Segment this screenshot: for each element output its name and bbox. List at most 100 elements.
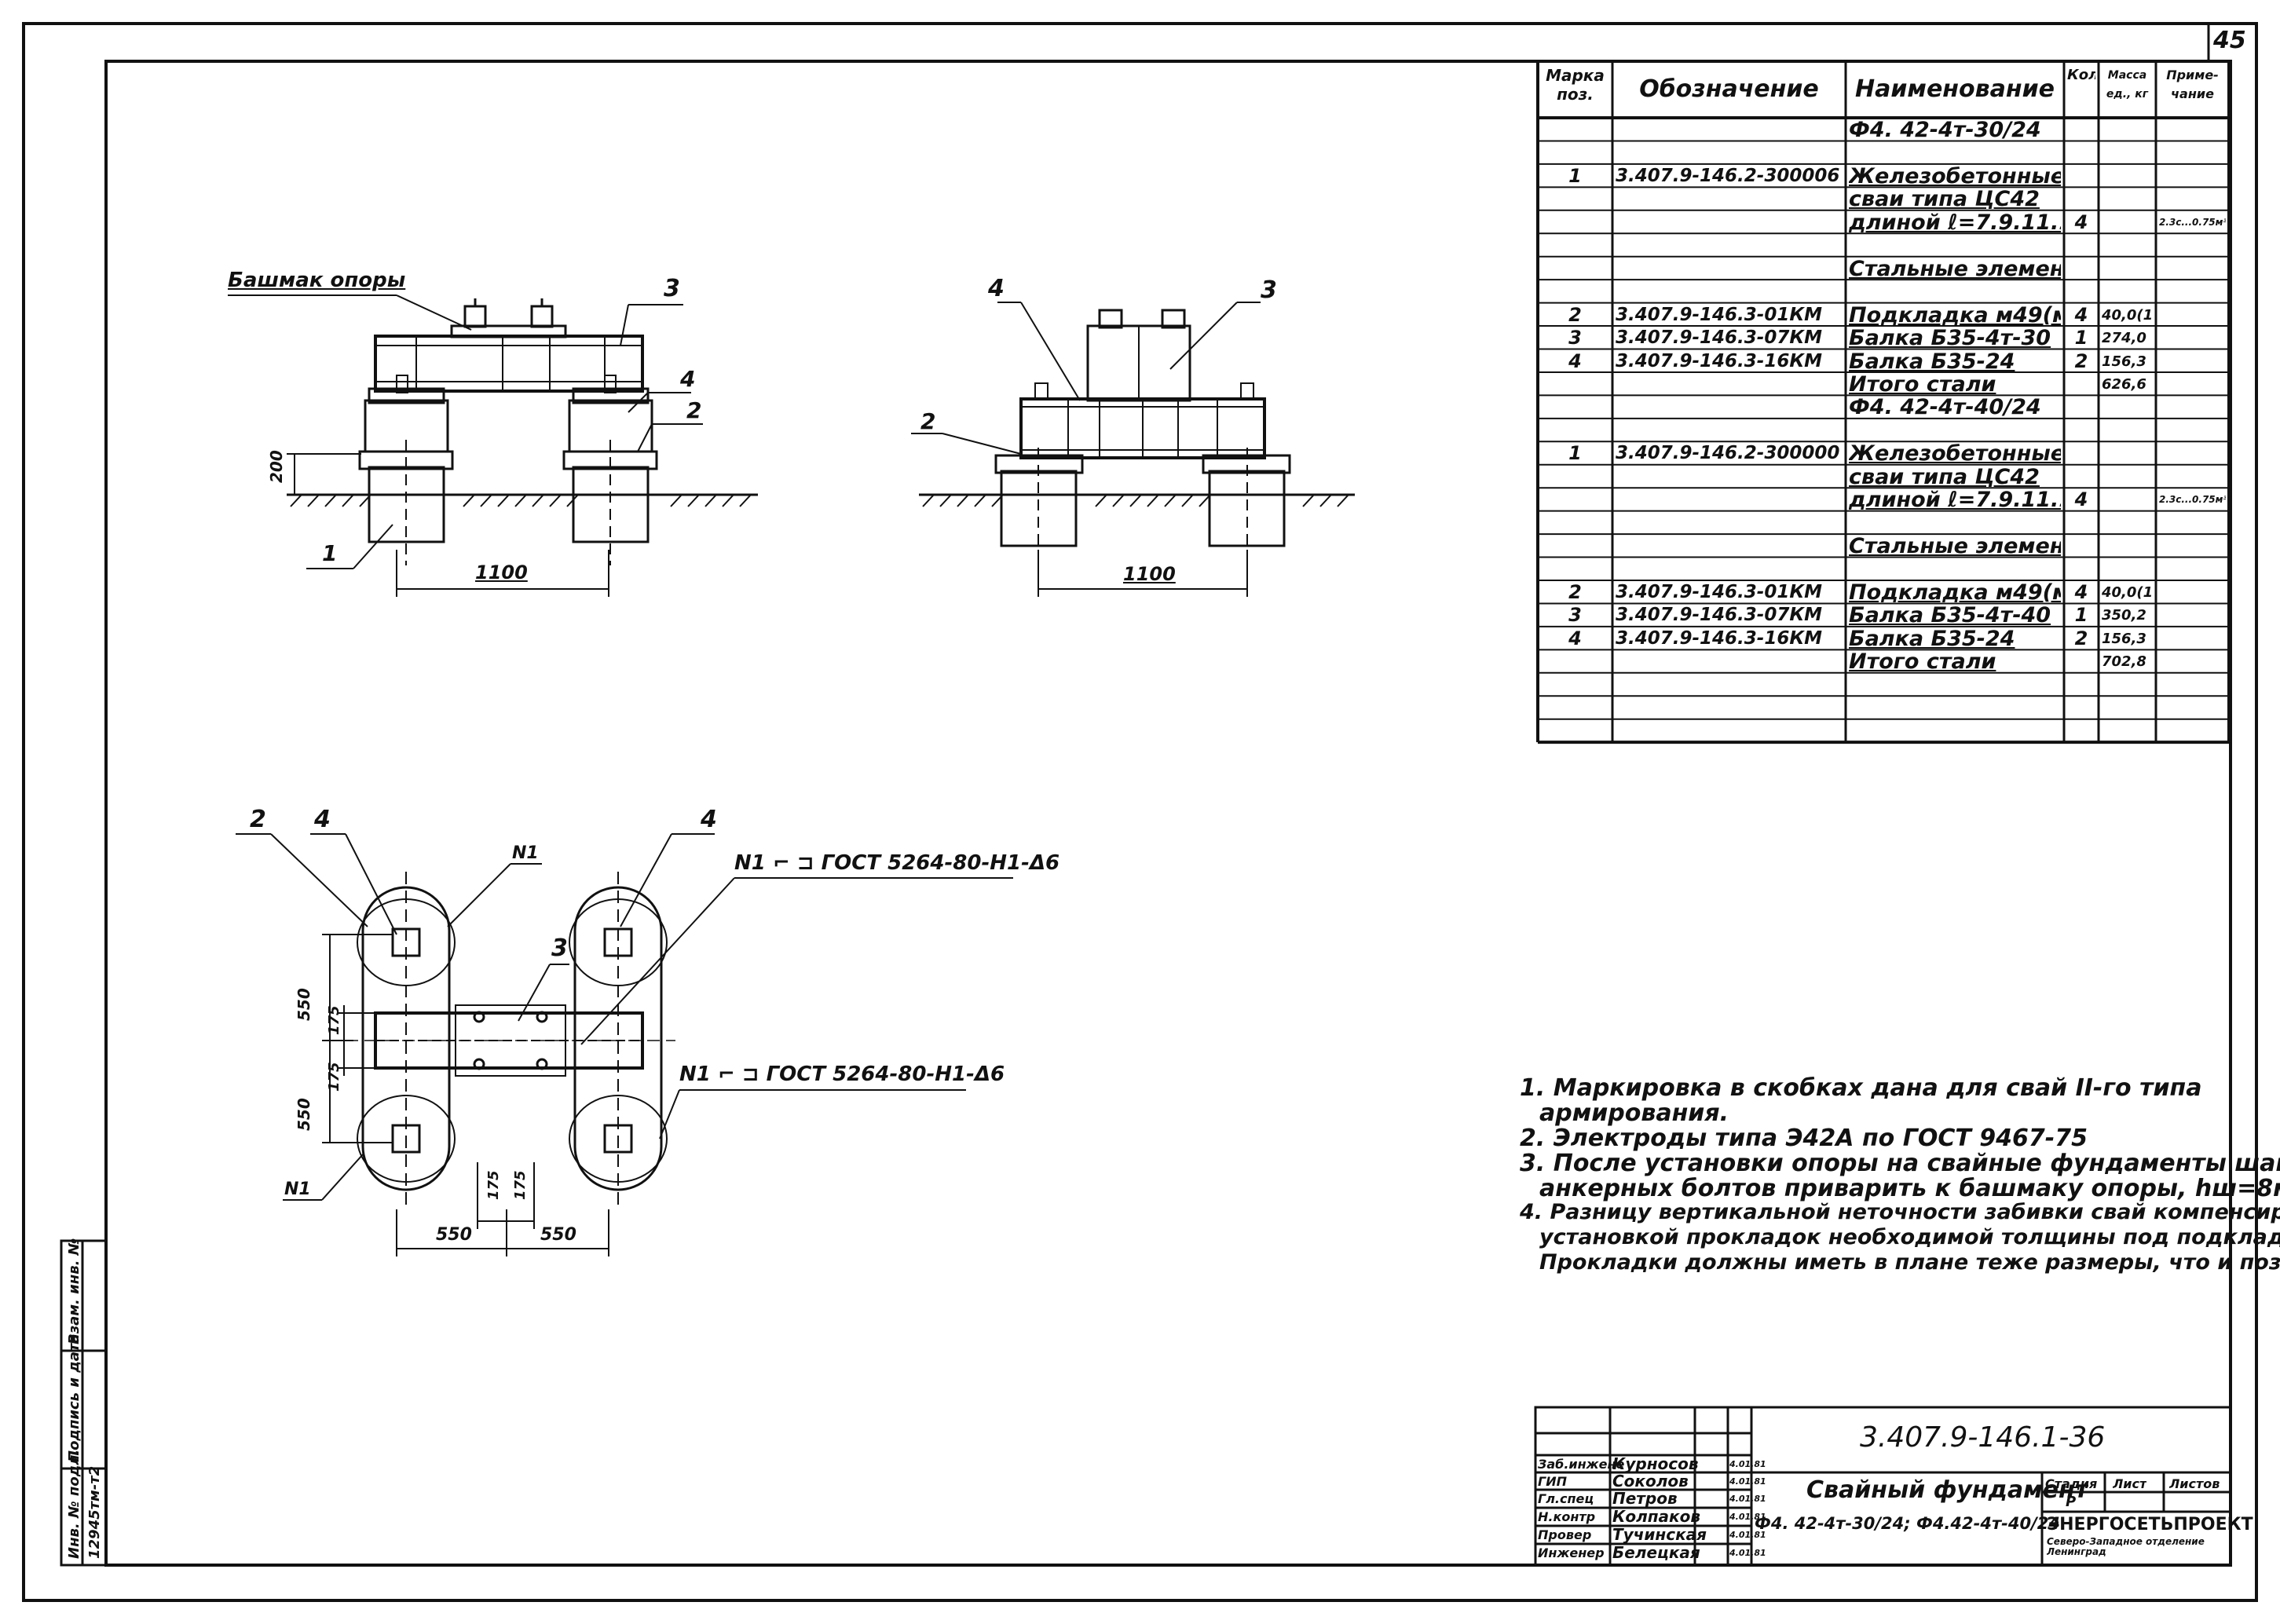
front-head-left <box>364 399 449 453</box>
spec-cell-r0-c2: Ф4. 42-4т-30/24 <box>1849 119 2041 141</box>
spec-cell-r21-c0: 3 <box>1568 605 1582 627</box>
spec-cell-r3-c2: сваи типа ЦС42 <box>1849 188 2040 210</box>
inner-frame <box>104 60 2232 1567</box>
title-block-grid <box>1534 1406 2232 1567</box>
spec-table-grid <box>1536 61 2231 744</box>
plan-dim-175-v2: 175 <box>326 1062 342 1092</box>
plan-dim-175-v4: 175 <box>512 1170 529 1200</box>
outer-border <box>22 22 2258 1602</box>
side-stamp-replace: Взам. инв. № <box>66 1238 82 1344</box>
side-stamp-lines <box>60 1239 108 1567</box>
spec-cell-r16-c5: 2.3с...0.75м³ <box>2159 494 2226 506</box>
plan-weld-n1-bottom: N1 <box>284 1180 311 1199</box>
spec-cell-r9-c0: 3 <box>1568 327 1582 349</box>
title-org-sub: Северо-Западное отделение Ленинград <box>2047 1537 2205 1557</box>
spec-cell-r21-c3: 1 <box>2074 605 2088 627</box>
spec-cell-r16-c3: 4 <box>2074 489 2088 511</box>
plan-dim-550-h2: 550 <box>540 1225 576 1245</box>
plan-dim-550-h1: 550 <box>436 1225 472 1245</box>
title-date-4: 4.01.81 <box>1729 1530 1766 1540</box>
side-pos-2: 2 <box>920 408 936 434</box>
front-shoe-label: Башмак опоры <box>228 269 406 292</box>
side-pos-4: 4 <box>988 275 1005 302</box>
side-pos-3: 3 <box>1261 276 1277 304</box>
spec-cell-r23-c2: Итого стали <box>1849 651 1996 673</box>
spec-cell-r8-c4: 40,0(10,0) <box>2102 306 2153 324</box>
plan-pos-3: 3 <box>551 935 568 962</box>
note-line-1: армирования. <box>1539 1099 1729 1127</box>
spec-cell-r8-c0: 2 <box>1568 304 1582 326</box>
note-line-6: установкой прокладок необходимой толщины… <box>1539 1225 2280 1249</box>
spec-cell-r10-c3: 2 <box>2074 350 2088 372</box>
spec-cell-r2-c1: 3.407.9-146.2-300006 <box>1616 165 1840 186</box>
title-date-1: 4.01.81 <box>1729 1476 1766 1487</box>
plan-dim-550-v2: 550 <box>295 1098 313 1131</box>
plan-pile-left <box>361 886 451 1191</box>
plan-weld-gost-1: N1 ⌐ ⊐ ГОСТ 5264-80-Н1-Δ6 <box>734 851 1060 875</box>
spec-cell-r21-c2: Балка Б35-4т-40 <box>1849 605 2051 627</box>
spec-cell-r20-c0: 2 <box>1568 582 1582 603</box>
title-role-5: Инженер <box>1538 1545 1605 1560</box>
title-role-3: Н.контр <box>1538 1509 1596 1524</box>
spec-cell-r9-c2: Балка Б35-4т-30 <box>1849 327 2051 349</box>
spec-cell-r22-c4: 156,3 <box>2102 630 2146 647</box>
spec-header-5: Приме-чание <box>2166 68 2219 101</box>
note-line-3: 3. После установки опоры на свайные фунд… <box>1520 1150 2280 1177</box>
front-head-right <box>568 399 653 453</box>
spec-header-3: Кол. <box>2067 67 2095 83</box>
title-name-3: Колпаков <box>1612 1509 1701 1525</box>
title-name-1: Соколов <box>1612 1473 1689 1490</box>
title-name-5: Белецкая <box>1612 1545 1700 1561</box>
plan-weld-gost-2: N1 ⌐ ⊐ ГОСТ 5264-80-Н1-Δ6 <box>679 1063 1005 1086</box>
side-stamp-signature: Подпись и дата <box>66 1333 82 1462</box>
title-role-1: ГИП <box>1538 1474 1567 1489</box>
plan-dim-175-v3: 175 <box>485 1170 502 1200</box>
spec-cell-r21-c4: 350,2 <box>2102 607 2146 624</box>
spec-cell-r9-c1: 3.407.9-146.3-07КМ <box>1616 327 1823 349</box>
title-date-3: 4.01.81 <box>1729 1512 1766 1522</box>
spec-cell-r10-c0: 4 <box>1568 350 1582 372</box>
side-dim-width: 1100 <box>1123 563 1176 585</box>
front-view <box>228 294 758 597</box>
spec-cell-r16-c2: длиной ℓ=7.9.11.13м <box>1849 489 2061 511</box>
front-dim-height: 200 <box>267 450 286 483</box>
title-code: 3.407.9-146.1-36 <box>1860 1421 2106 1454</box>
title-org: ЭНЕРГОСЕТЬПРОЕКТ <box>2047 1515 2253 1534</box>
spec-cell-r12-c2: Ф4. 42-4т-40/24 <box>1849 397 2041 419</box>
front-pos-2: 2 <box>686 397 702 423</box>
spec-cell-r2-c2: Железобетонные <box>1849 165 2061 188</box>
spec-cell-r4-c5: 2.3с...0.75м³ <box>2159 216 2226 228</box>
title-sheets-header: Листов <box>2169 1476 2220 1491</box>
side-stamp-inv: Инв. № подл. <box>66 1449 82 1559</box>
spec-header-2: Наименование <box>1855 75 2055 103</box>
spec-header-4: Масса ед., кг <box>2106 69 2149 101</box>
spec-cell-r14-c2: Железобетонные <box>1849 443 2061 465</box>
spec-cell-r10-c2: Балка Б35-24 <box>1849 350 2015 372</box>
title-date-2: 4.01.81 <box>1729 1494 1766 1504</box>
spec-cell-r10-c4: 156,3 <box>2102 353 2146 370</box>
plan-pos-4-right: 4 <box>701 806 717 833</box>
plan-dim-550-v1: 550 <box>295 988 313 1021</box>
spec-cell-r11-c4: 626,6 <box>2102 375 2146 393</box>
spec-cell-r14-c1: 3.407.9-146.2-300000 <box>1616 443 1840 464</box>
title-name-4: Тучинская <box>1612 1527 1707 1543</box>
spec-header-0: Марка поз. <box>1546 66 1605 104</box>
spec-cell-r20-c1: 3.407.9-146.3-01КМ <box>1616 582 1823 602</box>
spec-cell-r6-c2: Стальные элементы <box>1849 258 2061 280</box>
front-pos-4: 4 <box>680 366 696 392</box>
spec-cell-r14-c0: 1 <box>1568 443 1582 465</box>
spec-cell-r22-c1: 3.407.9-146.3-16КМ <box>1616 627 1823 649</box>
spec-header-1: Обозначение <box>1639 75 1819 103</box>
front-shoe <box>450 324 567 338</box>
spec-cell-r20-c4: 40,0(10,0) <box>2102 584 2153 601</box>
title-date-0: 4.01.81 <box>1729 1459 1766 1469</box>
spec-cell-r21-c1: 3.407.9-146.3-07КМ <box>1616 605 1823 626</box>
spec-cell-r4-c3: 4 <box>2074 211 2088 233</box>
title-role-0: Заб.инжене <box>1538 1457 1625 1472</box>
title-sub: Ф4. 42-4т-30/24; Ф4.42-4т-40/24 <box>1755 1514 2060 1533</box>
spec-cell-r2-c0: 1 <box>1568 165 1582 187</box>
front-ground-hatch <box>290 494 752 507</box>
title-date-5: 4.01.81 <box>1729 1548 1766 1558</box>
title-name-0: Курносов <box>1612 1456 1699 1472</box>
